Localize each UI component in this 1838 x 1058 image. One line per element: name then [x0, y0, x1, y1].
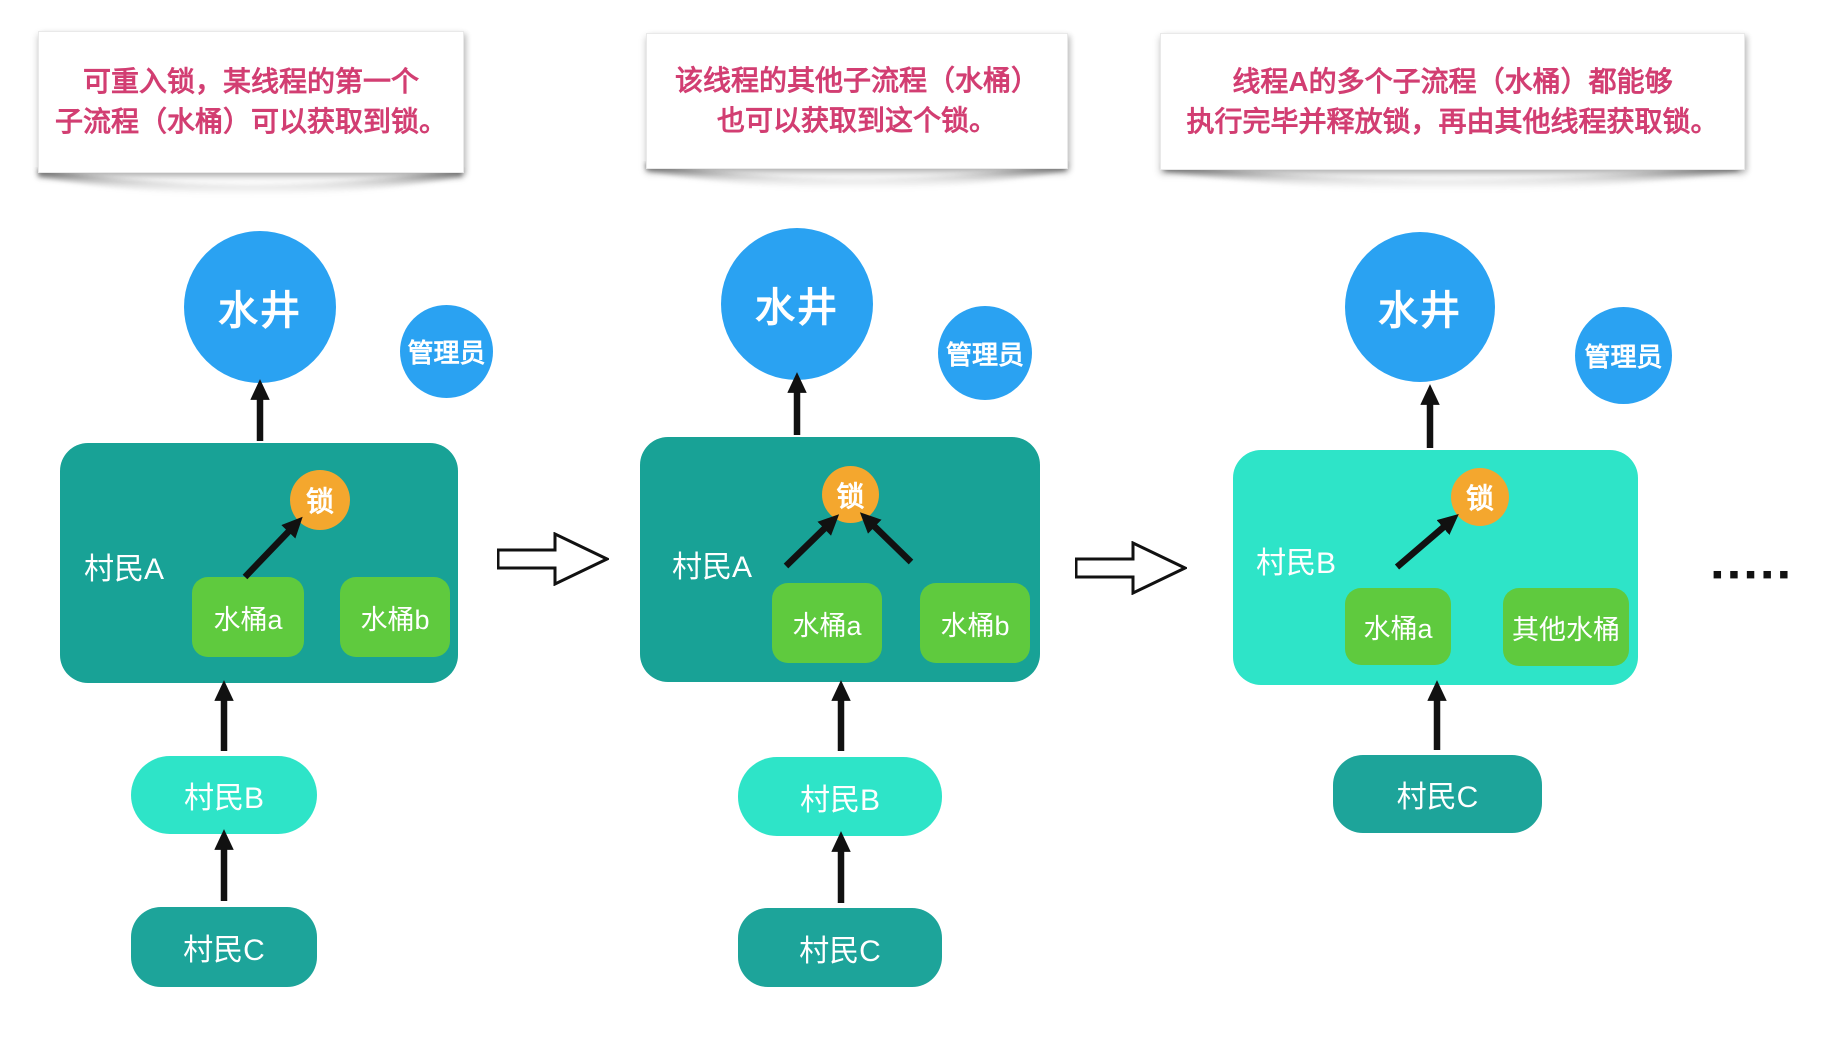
transition-arrow-1 [497, 532, 609, 586]
villager-a-label-1: 村民A [84, 553, 165, 586]
bucket-b-1: 水桶b [340, 577, 450, 657]
villager-c-label-3: 村民C [1396, 781, 1479, 814]
bucket-a-1: 水桶a [192, 577, 304, 657]
lock-circle-3: 锁 [1451, 468, 1509, 526]
lock-label-3: 锁 [1465, 483, 1494, 514]
admin-label-2: 管理员 [945, 339, 1024, 370]
lock-circle-1: 锁 [290, 470, 350, 530]
well-label-2: 水井 [755, 286, 839, 330]
note-3-line-2: 执行完毕并释放锁，再由其他线程获取锁。 [1186, 105, 1719, 137]
well-label-1: 水井 [218, 289, 302, 333]
bucket-a-label-3: 水桶a [1363, 614, 1433, 644]
villager-a-label-2: 村民A [672, 551, 753, 584]
villager-b-label-1: 村民B [183, 782, 264, 815]
well-circle-2: 水井 [721, 228, 873, 380]
villager-c-pill-2: 村民C [738, 908, 942, 987]
bucket-a-3: 水桶a [1345, 588, 1451, 665]
villager-c-label-1: 村民C [183, 934, 265, 967]
admin-label-3: 管理员 [1584, 342, 1663, 372]
villager-b-pill-1: 村民B [131, 756, 317, 834]
villager-c-pill-3: 村民C [1333, 755, 1542, 833]
bucket-other-3: 其他水桶 [1503, 588, 1629, 666]
note-1-line-1: 可重入锁，某线程的第一个 [82, 66, 419, 97]
admin-circle-2: 管理员 [938, 306, 1032, 400]
well-circle-1: 水井 [184, 231, 336, 383]
transition-arrow-2 [1075, 541, 1187, 595]
villager-c-label-2: 村民C [799, 934, 881, 968]
lock-label-1: 锁 [305, 486, 334, 517]
admin-circle-3: 管理员 [1575, 307, 1672, 404]
note-card-3: 线程A的多个子流程（水桶）都能够 执行完毕并释放锁，再由其他线程获取锁。 [1160, 33, 1745, 170]
bucket-b-label-2: 水桶b [940, 610, 1010, 641]
admin-circle-1: 管理员 [400, 305, 493, 398]
note-3-line-1: 线程A的多个子流程（水桶）都能够 [1232, 65, 1673, 97]
note-2-curl-shadow [645, 163, 1067, 189]
villager-b-pill-2: 村民B [738, 757, 942, 836]
note-2-line-2: 也可以获取到这个锁。 [716, 105, 997, 136]
bucket-a-label-2: 水桶a [792, 610, 862, 641]
note-card-2: 该线程的其他子流程（水桶） 也可以获取到这个锁。 [646, 33, 1068, 169]
admin-label-1: 管理员 [407, 338, 486, 368]
villager-b-label-2: 村民B [799, 783, 880, 817]
note-card-1: 可重入锁，某线程的第一个 子流程（水桶）可以获取到锁。 [38, 31, 464, 173]
continuation-dots: ▪▪▪▪▪ [1712, 558, 1796, 591]
note-3-curl-shadow [1164, 164, 1739, 190]
bucket-b-2: 水桶b [920, 583, 1030, 663]
bucket-other-label-3: 其他水桶 [1512, 614, 1620, 645]
note-2-line-1: 该线程的其他子流程（水桶） [674, 65, 1039, 96]
villager-b-label-3: 村民B [1256, 547, 1337, 580]
note-1-line-2: 子流程（水桶）可以获取到锁。 [54, 106, 447, 137]
well-circle-3: 水井 [1345, 232, 1495, 382]
bucket-a-2: 水桶a [772, 583, 882, 663]
well-label-3: 水井 [1378, 289, 1462, 333]
bucket-b-label-1: 水桶b [360, 604, 430, 635]
villager-c-pill-1: 村民C [131, 907, 317, 987]
bucket-a-label-1: 水桶a [213, 604, 283, 635]
lock-circle-2: 锁 [822, 466, 879, 523]
lock-label-2: 锁 [836, 480, 865, 512]
note-1-curl-shadow [37, 169, 463, 195]
